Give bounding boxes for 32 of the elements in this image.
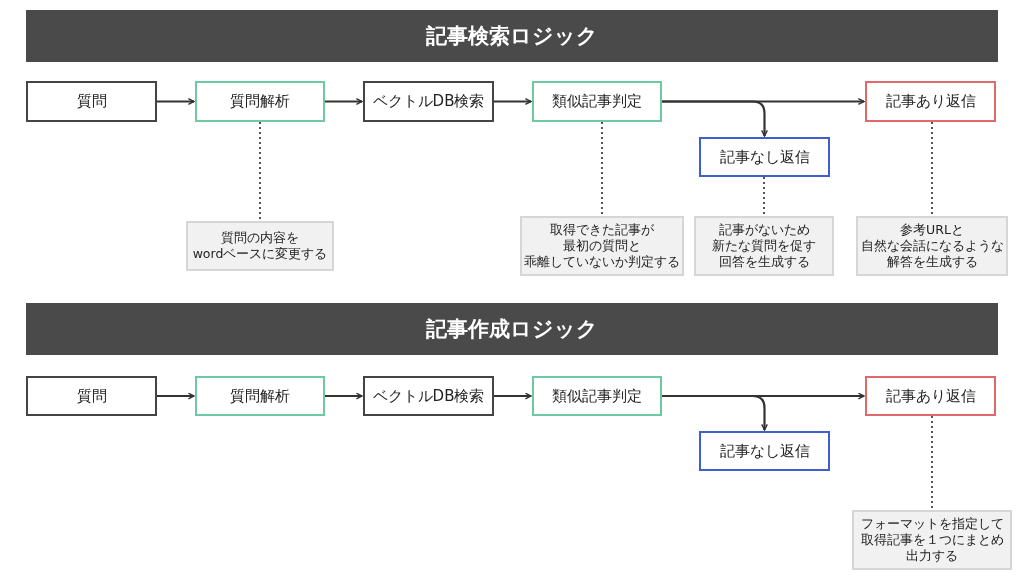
leader-line <box>601 121 603 217</box>
leader-line <box>931 121 933 217</box>
leader-line <box>763 176 765 217</box>
process-box: 類似記事判定 <box>532 376 662 416</box>
process-box: 質問 <box>26 81 157 122</box>
note-box: 取得できた記事が最初の質問と乖離していないか判定する <box>520 216 684 276</box>
arrow <box>494 392 532 400</box>
leader-line <box>931 415 933 511</box>
title-band: 記事作成ロジック <box>26 303 998 355</box>
arrow <box>157 392 195 400</box>
note-box: 質問の内容をwordベースに変更する <box>186 221 334 271</box>
process-box: 記事あり返信 <box>865 81 996 122</box>
arrow <box>662 394 768 431</box>
title-band: 記事検索ロジック <box>26 10 998 62</box>
arrow <box>325 98 363 105</box>
process-box: ベクトルDB検索 <box>363 81 494 122</box>
process-box: 記事あり返信 <box>865 376 996 416</box>
process-box: 質問解析 <box>195 376 325 416</box>
arrow <box>494 98 532 105</box>
note-box: フォーマットを指定して取得記事を１つにまとめ出力する <box>852 510 1012 570</box>
process-box: ベクトルDB検索 <box>363 376 494 416</box>
note-box: 参考URLと自然な会話になるような解答を生成する <box>856 216 1008 276</box>
process-box: 記事なし返信 <box>699 137 830 177</box>
arrow <box>157 98 195 105</box>
leader-line <box>259 121 261 222</box>
arrow <box>325 392 363 400</box>
process-box: 類似記事判定 <box>532 81 662 122</box>
process-box: 質問 <box>26 376 157 416</box>
process-box: 記事なし返信 <box>699 431 830 471</box>
arrow <box>662 100 768 137</box>
process-box: 質問解析 <box>195 81 325 122</box>
note-box: 記事がないため新たな質問を促す回答を生成する <box>694 216 834 276</box>
